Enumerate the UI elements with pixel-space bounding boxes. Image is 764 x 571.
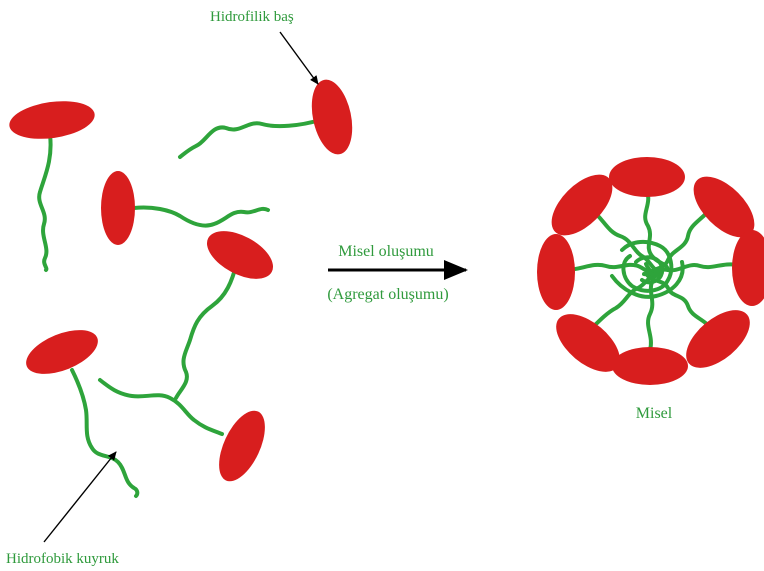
hydrophobic-tail xyxy=(39,135,50,270)
hydrophobic-tail xyxy=(134,207,268,225)
surfactant-molecule-3 xyxy=(101,171,268,245)
hydrophobic-tail xyxy=(72,370,137,496)
hydrophilic-head xyxy=(199,221,280,288)
hydrophilic-head-label: Hidrofilik baş xyxy=(210,9,294,25)
surfactant-molecule-2 xyxy=(180,76,358,158)
hydrophilic-head xyxy=(101,171,135,245)
hydrophobic-tail xyxy=(100,380,222,434)
hydrophobic-tail xyxy=(180,120,320,157)
surfactant-molecule-5 xyxy=(20,321,137,496)
head-pointer-arrow xyxy=(280,32,318,84)
surfactant-molecule-1 xyxy=(7,96,97,270)
surfactant-molecule-4 xyxy=(176,221,281,398)
micelle xyxy=(537,157,764,385)
micelle-label: Misel xyxy=(636,405,673,422)
process-label: Misel oluşumu xyxy=(338,243,434,260)
hydrophobic-tail xyxy=(176,262,237,398)
hydrophobic-tail-label: Hidrofobik kuyruk xyxy=(6,551,119,567)
process-sublabel: (Agregat oluşumu) xyxy=(327,286,448,303)
hydrophilic-head xyxy=(7,96,97,144)
surfactant-molecule-6 xyxy=(100,380,274,488)
tail-pointer-arrow xyxy=(44,452,116,542)
hydrophilic-head xyxy=(20,321,104,383)
hydrophilic-head xyxy=(210,404,275,488)
hydrophilic-head xyxy=(306,76,359,158)
